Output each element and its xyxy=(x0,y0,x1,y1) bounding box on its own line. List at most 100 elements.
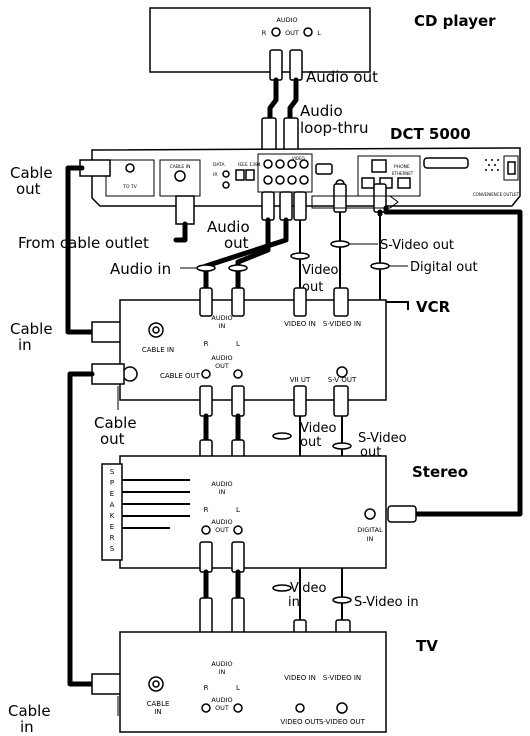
cd-l-text: L xyxy=(317,29,321,37)
audio-out-dct-label: Audio xyxy=(207,218,250,236)
stereo-label: Stereo xyxy=(412,463,468,481)
speaker-wires xyxy=(122,479,190,529)
vcr-cable-in-text: CABLE IN xyxy=(142,346,174,354)
stereo-digital-connector xyxy=(387,505,417,523)
tv-svideo-in-text: S-VIDEO IN xyxy=(323,674,361,682)
digital-cable xyxy=(377,205,523,523)
audio-loop-label-2: loop-thru xyxy=(300,119,369,137)
vcr-device: VCR CABLE IN CABLE OUT AUDIO IN R L AUDI… xyxy=(119,287,451,401)
stereo-in-text: IN xyxy=(219,488,226,496)
svideo-out-vcr-label: S-Video xyxy=(358,431,407,446)
vcr-label: VCR xyxy=(416,298,451,316)
dct-phone-text: PHONE xyxy=(394,164,410,170)
vcr-in-text: IN xyxy=(219,322,226,330)
stereo-digital-in-jack xyxy=(364,508,376,520)
tv-in-text: IN xyxy=(219,668,226,676)
tv-cable-in-connector xyxy=(91,673,125,695)
stereo-digital-text: DIGITAL xyxy=(357,526,383,534)
video-out-dct-label: Video xyxy=(302,263,338,278)
cable-out-vcr-label-2: out xyxy=(100,430,125,448)
video-out-vcr-label-2: out xyxy=(300,435,321,450)
tv-out-text: OUT xyxy=(215,704,229,712)
cd-player-label: CD player xyxy=(414,12,496,30)
cable-out-label-2: out xyxy=(16,180,41,198)
cable-out-vcr-label: Cable xyxy=(94,414,137,432)
dct-ethernet-text: ETHERNET xyxy=(392,171,414,176)
cd-audio-r-jack xyxy=(271,27,281,37)
stereo-box xyxy=(119,455,387,569)
dct-cable-in-text: CABLE IN xyxy=(170,164,191,170)
tv-r-text: R xyxy=(204,684,209,692)
dct-5000-device: DCT 5000 TO TV CABLE IN DATA IR IEEE 139… xyxy=(91,125,521,207)
tv-cable-in-text: IN xyxy=(154,708,161,716)
video-out-vcr-label: Video xyxy=(300,421,336,436)
svideo-in-tv-label: S-Video in xyxy=(354,595,419,610)
tv-l-text: L xyxy=(236,684,240,692)
cd-out-text: OUT xyxy=(285,29,299,37)
dct-ir-text: IR xyxy=(213,172,217,178)
video-out-dct-label-2: out xyxy=(302,280,323,295)
cd-player-device: CD player AUDIO OUT R L xyxy=(149,7,496,73)
speakers-letter: E xyxy=(110,523,114,531)
speakers-panel xyxy=(101,463,123,561)
dct-phone-port xyxy=(371,159,387,173)
from-cable-outlet-cable xyxy=(173,195,195,243)
stereo-device: Stereo S P E A K E R S AUDIO IN R L AUDI… xyxy=(101,455,468,569)
tv-video-out-text: VIDEO OUT xyxy=(280,718,320,726)
tv-cable-text: CABLE xyxy=(147,700,170,708)
speakers-letter: S xyxy=(110,545,115,553)
vcr-cable-in-connector xyxy=(91,321,125,343)
dct-serial-port xyxy=(315,163,333,175)
stereo-r-text: R xyxy=(204,506,209,514)
dct-to-tv-text: TO TV xyxy=(122,184,137,190)
vcr-r-text: R xyxy=(204,340,209,348)
dct-cable-out-cable xyxy=(65,159,125,343)
speakers-letter: P xyxy=(110,479,114,487)
dct-parallel-port xyxy=(423,157,469,169)
tv-device: TV CABLE IN AUDIO IN R L AUDIO OUT VIDEO… xyxy=(119,631,438,733)
dct-ieee-text: IEEE 1394 xyxy=(238,162,261,168)
tv-audio-out-text: AUDIO xyxy=(211,696,232,704)
vcr-cable-out-text: CABLE OUT xyxy=(160,372,201,380)
cable-in-tv-label: Cable xyxy=(8,702,51,720)
audio-loop-label: Audio xyxy=(300,102,343,120)
vcr-audio-out-text: AUDIO xyxy=(211,354,232,362)
speakers-letter: S xyxy=(110,468,115,476)
cable-in-vcr-label: Cable xyxy=(10,320,53,338)
cable-in-vcr-label-2: in xyxy=(18,336,32,354)
from-cable-outlet-label: From cable outlet xyxy=(18,234,149,252)
dct-label: DCT 5000 xyxy=(390,125,471,143)
vcr-cable-out-jack xyxy=(122,366,138,382)
svideo-out-label: S-Video out xyxy=(380,238,454,253)
cable-out-label: Cable xyxy=(10,164,53,182)
cd-player-box xyxy=(149,7,371,73)
dct-video-text: VIDEO xyxy=(292,156,305,161)
vcr-svideo-in-text: S-VIDEO IN xyxy=(323,320,361,328)
stereo-l-text: L xyxy=(236,506,240,514)
stereo-audio-out-text: AUDIO xyxy=(211,518,232,526)
video-in-tv-label: Video xyxy=(290,581,326,596)
tv-video-in-text: VIDEO IN xyxy=(284,674,316,682)
tv-svideo-out-text: S-VIDEO OUT xyxy=(319,718,366,726)
tv-label: TV xyxy=(416,637,438,655)
dct-convenience-text: CONVENIENCE OUTLET xyxy=(473,192,520,197)
dct-cable-in-connector xyxy=(175,195,195,225)
vcr-out-text: OUT xyxy=(215,362,229,370)
digital-out-label: Digital out xyxy=(410,260,478,275)
audio-out-dct-label-2: out xyxy=(224,234,249,252)
speakers-letter: A xyxy=(110,501,115,509)
speakers-letter: R xyxy=(110,534,115,542)
speakers-letter: K xyxy=(110,512,115,520)
vcr-video-in-text: VIDEO IN xyxy=(284,320,316,328)
vcr-cable-out-cable xyxy=(67,363,125,695)
stereo-digital-in-text: IN xyxy=(367,535,374,543)
vcr-cable-out-connector xyxy=(91,363,125,385)
cd-r-text: R xyxy=(262,29,267,37)
speakers-letter: E xyxy=(110,490,114,498)
cable-in-tv-label-2: in xyxy=(20,718,34,736)
dct-data-text: DATA xyxy=(213,162,226,168)
audio-out-cd-label: Audio out xyxy=(306,68,378,86)
vcr-video-out-text: VII UT xyxy=(290,376,311,384)
vcr-svideo-out-text: S-V OUT xyxy=(328,376,357,384)
